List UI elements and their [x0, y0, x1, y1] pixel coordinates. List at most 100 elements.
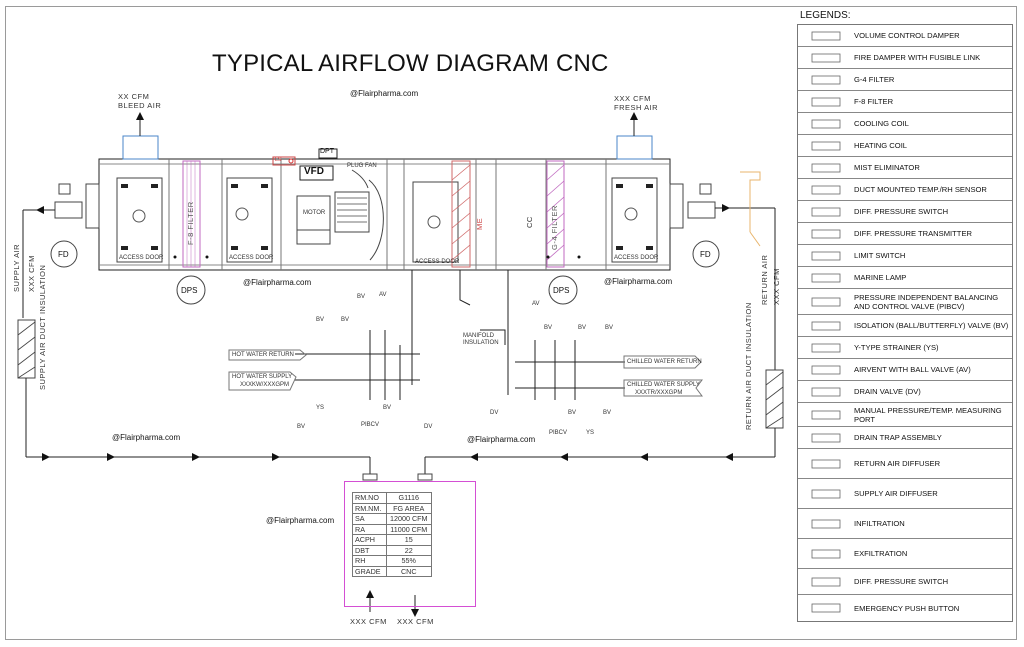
- legend-item: LIMIT SWITCH: [798, 245, 1012, 267]
- hot-water-rate: XXXKW/XXXGPM: [240, 382, 290, 388]
- dpt-icon: [798, 223, 854, 244]
- pibcv-tag: PIBCV: [549, 430, 568, 436]
- legend-item: HEATING COIL: [798, 135, 1012, 157]
- room-data-key: RH: [352, 555, 387, 567]
- exfiltration-icon: [798, 539, 854, 568]
- legend-item: DRAIN TRAP ASSEMBLY: [798, 427, 1012, 449]
- drain-valve-icon: [798, 381, 854, 402]
- watermark: @Flairpharma.com: [112, 433, 181, 442]
- manifold-label: MANIFOLD: [463, 333, 495, 339]
- access-door-label: ACCESS DOOR: [614, 255, 659, 261]
- legend-label: PRESSURE INDEPENDENT BALANCING AND CONTR…: [854, 292, 999, 311]
- ys-tag: YS: [316, 405, 325, 411]
- chilled-water-return-label: CHILLED WATER RETURN: [627, 359, 702, 365]
- g4-filter-icon: [798, 69, 854, 90]
- fire-damper-label: FD: [700, 250, 711, 259]
- legend-label: DIFF. PRESSURE SWITCH: [854, 577, 949, 586]
- chilled-water-supply-label: CHILLED WATER SUPPLY: [627, 382, 700, 388]
- dps-label: DPS: [553, 286, 570, 295]
- legend-label: EXFILTRATION: [854, 549, 908, 558]
- dps-icon: [798, 201, 854, 222]
- legend-item: Y-TYPE STRAINER (YS): [798, 337, 1012, 359]
- ys-tag: YS: [586, 430, 595, 436]
- fire-damper-label: FD: [58, 250, 69, 259]
- drawing-frame: [5, 6, 1017, 640]
- bv-tag: BV: [383, 405, 392, 411]
- dpt-label: DPT: [320, 148, 334, 155]
- isolation-valve-icon: [798, 315, 854, 336]
- legend-item: SUPPLY AIR DIFFUSER: [798, 479, 1012, 509]
- supply-diffuser-icon: [798, 479, 854, 508]
- room-data-row: RM.NM.FG AREA: [352, 502, 432, 514]
- f8-filter-icon: [798, 91, 854, 112]
- pibcv-icon: [798, 289, 854, 314]
- mist-eliminator-icon: [798, 157, 854, 178]
- legend-label: F-8 FILTER: [854, 97, 894, 106]
- y-strainer-icon: [798, 337, 854, 358]
- dps-label: DPS: [181, 286, 198, 295]
- legend-label: EMERGENCY PUSH BUTTON: [854, 603, 960, 613]
- bv-tag: BV: [605, 325, 614, 331]
- room-data-key: RM.NM.: [352, 502, 387, 514]
- fresh-air-label: FRESH AIR: [614, 103, 659, 112]
- legend-item: MANUAL PRESSURE/TEMP. MEASURING PORT: [798, 403, 1012, 427]
- watermark: @Flairpharma.com: [266, 516, 335, 525]
- legend-label: DRAIN VALVE (DV): [854, 387, 921, 396]
- legend-label: AIRVENT WITH BALL VALVE (AV): [854, 365, 971, 374]
- access-door-label: ACCESS DOOR: [415, 259, 460, 265]
- return-air-cfm: XXX CFM: [772, 268, 781, 305]
- manifold-insulation-label: INSULATION: [463, 340, 499, 346]
- watermark: @Flairpharma.com: [604, 277, 673, 286]
- bleed-air-cfm: XX CFM: [118, 92, 150, 101]
- return-air-label: RETURN AIR: [760, 254, 769, 305]
- heating-coil-icon: [798, 135, 854, 156]
- marine-lamp-icon: [798, 267, 854, 288]
- legend-label: MIST ELIMINATOR: [854, 163, 920, 172]
- chilled-water-rate: XXXTR/XXXGPM: [635, 390, 683, 396]
- emergency-button-icon: [798, 595, 854, 621]
- legend-item: DUCT MOUNTED TEMP./RH SENSOR: [798, 179, 1012, 201]
- return-diffuser-icon: [798, 449, 854, 478]
- legend-label: HEATING COIL: [854, 141, 908, 150]
- room-data-value: FG AREA: [385, 502, 432, 514]
- bv-tag: BV: [341, 317, 350, 323]
- access-door-label: ACCESS DOOR: [229, 255, 274, 261]
- room-data-value: 55%: [385, 555, 432, 567]
- legend-label: DIFF. PRESSURE SWITCH: [854, 207, 949, 216]
- room-data-value: 11000 CFM: [385, 523, 432, 535]
- legend-item: EXFILTRATION: [798, 539, 1012, 569]
- watermark: @Flairpharma.com: [243, 278, 312, 287]
- legend-label: MARINE LAMP: [854, 273, 907, 282]
- legend-item: COOLING COIL: [798, 113, 1012, 135]
- legend-item: DIFF. PRESSURE SWITCH: [798, 569, 1012, 595]
- vfd-label: VFD: [304, 166, 324, 177]
- room-data-key: SA: [352, 513, 387, 525]
- fresh-air-cfm: XXX CFM: [614, 94, 651, 103]
- bv-tag: BV: [316, 317, 325, 323]
- legend-item: DRAIN VALVE (DV): [798, 381, 1012, 403]
- airvent-icon: [798, 359, 854, 380]
- legend-label: LIMIT SWITCH: [854, 251, 906, 260]
- supply-air-insulation-label: SUPPLY AIR DUCT INSULATION: [38, 264, 47, 390]
- legend-label: VOLUME CONTROL DAMPER: [854, 31, 960, 40]
- f8-filter-label: F-8 FILTER: [186, 201, 195, 245]
- room-data-key: RA: [352, 523, 387, 535]
- motor-label: MOTOR: [303, 210, 326, 216]
- legend-item: MARINE LAMP: [798, 267, 1012, 289]
- legend-label: RETURN AIR DIFFUSER: [854, 459, 941, 468]
- legend-item: G-4 FILTER: [798, 69, 1012, 91]
- legend-item: DIFF. PRESSURE TRANSMITTER: [798, 223, 1012, 245]
- bv-tag: BV: [603, 410, 612, 416]
- room-data-value: 15: [385, 534, 432, 546]
- legend-item: EMERGENCY PUSH BUTTON: [798, 595, 1012, 621]
- hot-water-supply-label: HOT WATER SUPPLY: [232, 374, 293, 380]
- infiltration-icon: [798, 509, 854, 538]
- legend-label: G-4 FILTER: [854, 75, 895, 84]
- infiltration-cfm: XXX CFM: [350, 617, 387, 626]
- legend-item: RETURN AIR DIFFUSER: [798, 449, 1012, 479]
